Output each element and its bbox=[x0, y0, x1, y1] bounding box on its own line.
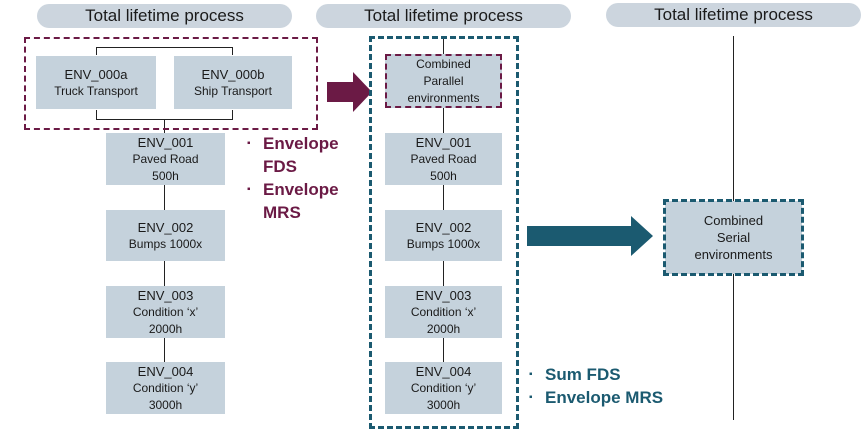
parallel-envelope-frame bbox=[24, 37, 318, 130]
combined-serial-line3: environments bbox=[694, 247, 773, 262]
combined-parallel-line3: environments bbox=[407, 90, 480, 105]
col1-env-002-desc: Bumps 1000x bbox=[128, 236, 203, 251]
parallel-top-bracket bbox=[96, 47, 233, 48]
combined-parallel-line2: Parallel bbox=[423, 73, 464, 88]
combined-parallel-box: Combined Parallel environments bbox=[385, 54, 502, 108]
env-000b-desc: Ship Transport bbox=[193, 83, 273, 98]
col1-env-003-desc: Condition ‘x’ bbox=[132, 304, 199, 319]
env-000a-box: ENV_000a Truck Transport bbox=[36, 56, 156, 109]
col1-env-003-box: ENV_003 Condition ‘x’ 2000h bbox=[106, 286, 225, 338]
sum-note-fds-label: Sum FDS bbox=[545, 365, 621, 384]
col2-env-001-box: ENV_001 Paved Road 500h bbox=[385, 133, 502, 185]
env-000a-id: ENV_000a bbox=[64, 66, 128, 82]
bullet-icon: ▪ bbox=[529, 369, 533, 380]
col1-env-004-desc: Condition ‘y’ bbox=[132, 380, 199, 395]
col1-env-004-box: ENV_004 Condition ‘y’ 3000h bbox=[106, 362, 225, 414]
column-header-3: Total lifetime process bbox=[606, 3, 861, 27]
bullet-icon: ▪ bbox=[247, 138, 251, 149]
col1-serial-connector bbox=[164, 119, 165, 414]
envelope-note-mrs-line2: MRS bbox=[263, 203, 301, 222]
column-header-2: Total lifetime process bbox=[316, 4, 571, 28]
sum-note-mrs-label: Envelope MRS bbox=[545, 388, 664, 407]
parallel-bottom-right-tick bbox=[232, 110, 233, 120]
sum-note-fds: ▪ Sum FDS bbox=[529, 363, 663, 386]
col2-env-003-desc: Condition ‘x’ bbox=[410, 304, 477, 319]
col2-env-001-id: ENV_001 bbox=[415, 134, 472, 150]
col1-env-003-detail: 2000h bbox=[148, 321, 183, 336]
combined-serial-line1: Combined bbox=[703, 213, 764, 228]
col2-env-002-box: ENV_002 Bumps 1000x bbox=[385, 210, 502, 261]
col1-env-002-id: ENV_002 bbox=[137, 219, 194, 235]
parallel-top-left-tick bbox=[96, 47, 97, 55]
serial-sum-frame bbox=[369, 36, 519, 429]
col1-env-001-desc: Paved Road bbox=[132, 151, 199, 166]
combined-parallel-line1: Combined bbox=[416, 56, 471, 71]
parallel-bottom-left-tick bbox=[96, 110, 97, 120]
combined-serial-box: Combined Serial environments bbox=[665, 201, 802, 274]
col1-env-001-detail: 500h bbox=[152, 168, 179, 183]
col2-env-002-desc: Bumps 1000x bbox=[406, 236, 481, 251]
col2-env-004-detail: 3000h bbox=[426, 397, 461, 412]
col1-env-002-box: ENV_002 Bumps 1000x bbox=[106, 210, 225, 261]
col2-env-003-box: ENV_003 Condition ‘x’ 2000h bbox=[385, 286, 502, 338]
bullet-icon: ▪ bbox=[529, 392, 533, 403]
col2-env-003-detail: 2000h bbox=[426, 321, 461, 336]
envelope-note-fds-line2: FDS bbox=[263, 157, 297, 176]
envelope-note-fds: ▪ Envelope FDS bbox=[247, 132, 339, 178]
envelope-notes: ▪ Envelope FDS ▪ Envelope MRS bbox=[247, 132, 339, 224]
col1-env-003-id: ENV_003 bbox=[137, 287, 194, 303]
envelope-note-fds-line1: Envelope bbox=[263, 134, 339, 153]
env-000b-id: ENV_000b bbox=[201, 66, 265, 82]
column-header-2-label: Total lifetime process bbox=[364, 6, 523, 25]
column-header-1: Total lifetime process bbox=[37, 4, 292, 28]
parallel-top-right-tick bbox=[232, 47, 233, 55]
col2-env-004-box: ENV_004 Condition ‘y’ 3000h bbox=[385, 362, 502, 414]
combined-serial-frame bbox=[663, 199, 804, 276]
bullet-icon: ▪ bbox=[247, 184, 251, 195]
col2-env-001-desc: Paved Road bbox=[410, 151, 477, 166]
envelope-note-mrs: ▪ Envelope MRS bbox=[247, 178, 339, 224]
teal-arrow-icon bbox=[527, 216, 653, 256]
column-header-1-label: Total lifetime process bbox=[85, 6, 244, 25]
col2-env-004-desc: Condition ‘y’ bbox=[410, 380, 477, 395]
sum-note-mrs: ▪ Envelope MRS bbox=[529, 386, 663, 409]
column-header-3-label: Total lifetime process bbox=[654, 5, 813, 24]
env-000a-desc: Truck Transport bbox=[54, 83, 138, 98]
maroon-arrow-icon bbox=[327, 72, 372, 112]
col2-env-004-id: ENV_004 bbox=[415, 363, 472, 379]
env-000b-box: ENV_000b Ship Transport bbox=[174, 56, 292, 109]
col1-env-001-id: ENV_001 bbox=[137, 134, 194, 150]
col2-env-003-id: ENV_003 bbox=[415, 287, 472, 303]
col2-env-002-id: ENV_002 bbox=[415, 219, 472, 235]
sum-notes: ▪ Sum FDS ▪ Envelope MRS bbox=[529, 363, 663, 409]
col1-env-004-detail: 3000h bbox=[148, 397, 183, 412]
col1-env-004-id: ENV_004 bbox=[137, 363, 194, 379]
combined-serial-line2: Serial bbox=[716, 230, 751, 245]
combined-parallel-frame bbox=[385, 54, 502, 108]
col1-env-001-box: ENV_001 Paved Road 500h bbox=[106, 133, 225, 185]
envelope-note-mrs-line1: Envelope bbox=[263, 180, 339, 199]
col2-env-001-detail: 500h bbox=[430, 168, 457, 183]
